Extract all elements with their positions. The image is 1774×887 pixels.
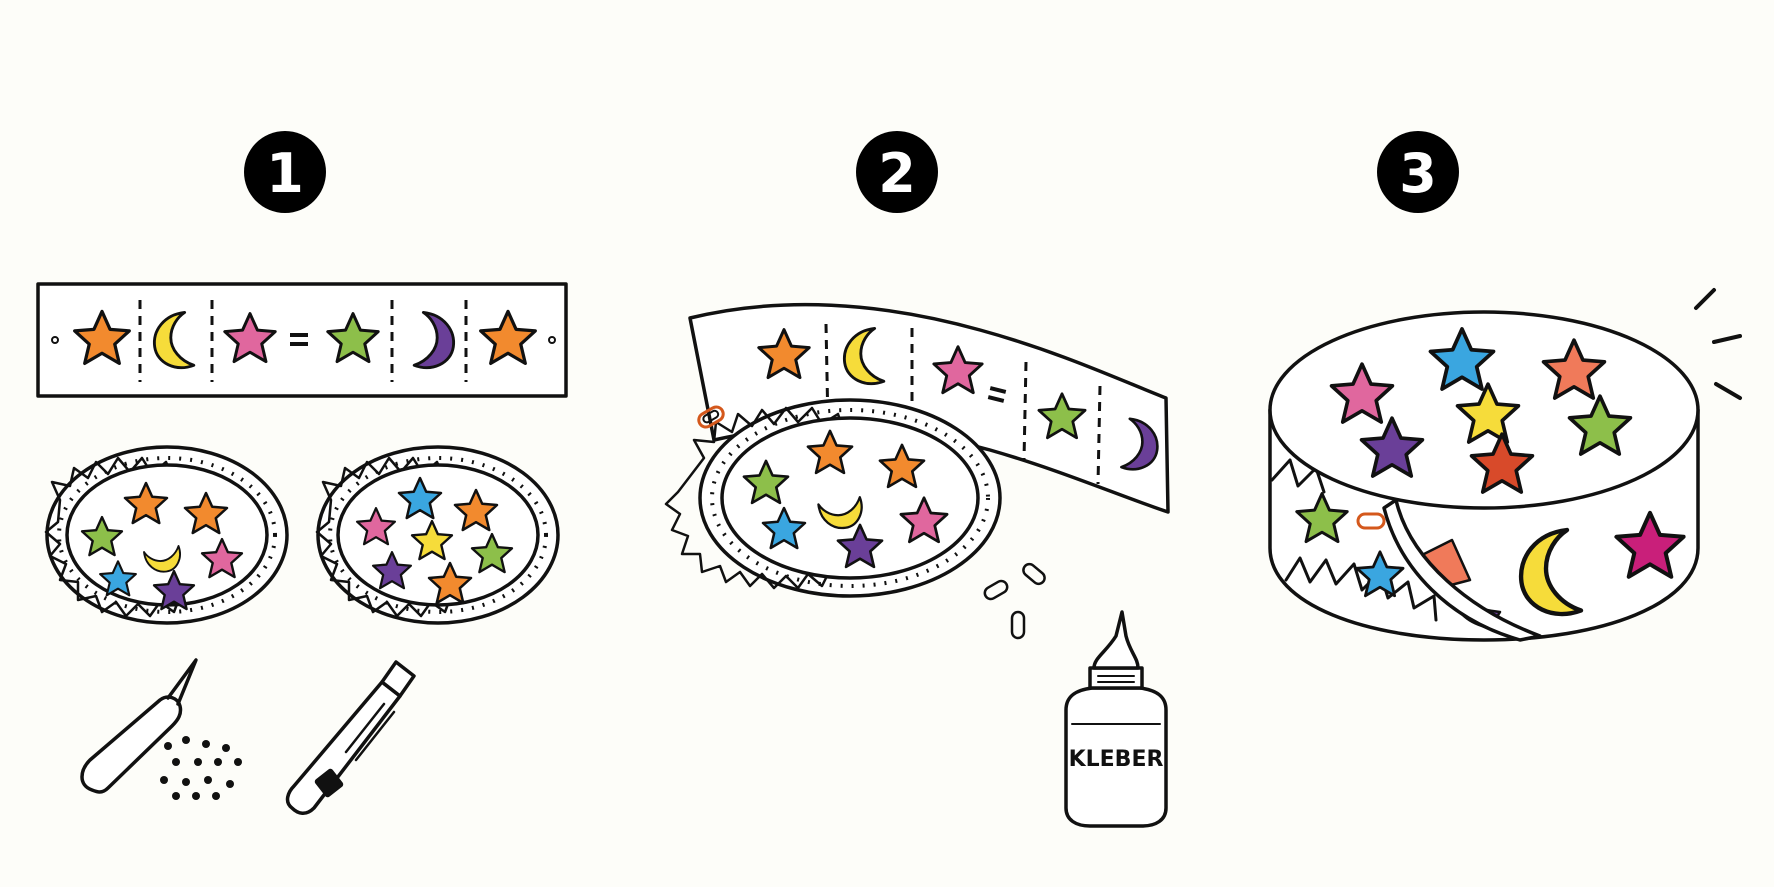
svg-text:2: 2	[878, 142, 916, 205]
glue-bottle-icon: KLEBER	[1064, 610, 1168, 828]
paper-clip-icon	[983, 562, 1046, 640]
svg-text:1: 1	[266, 142, 304, 205]
step-1-right-disc	[315, 445, 560, 625]
step-2-disc	[664, 398, 1002, 598]
paper-clip-icon	[697, 405, 725, 429]
step-3-badge: 3	[1377, 131, 1459, 213]
step-1-paper-strip	[36, 282, 568, 398]
step-1-left-disc	[44, 445, 289, 625]
paper-clip-icon	[1356, 512, 1386, 530]
step-3-finished-box	[1268, 288, 1742, 642]
awl-icon	[80, 658, 242, 800]
glue-bottle-label: KLEBER	[1069, 747, 1164, 772]
step-2-badge: 2	[856, 131, 938, 213]
craft-knife-icon	[285, 660, 416, 815]
svg-text:3: 3	[1399, 142, 1437, 205]
step-1-badge: 1	[244, 131, 326, 213]
